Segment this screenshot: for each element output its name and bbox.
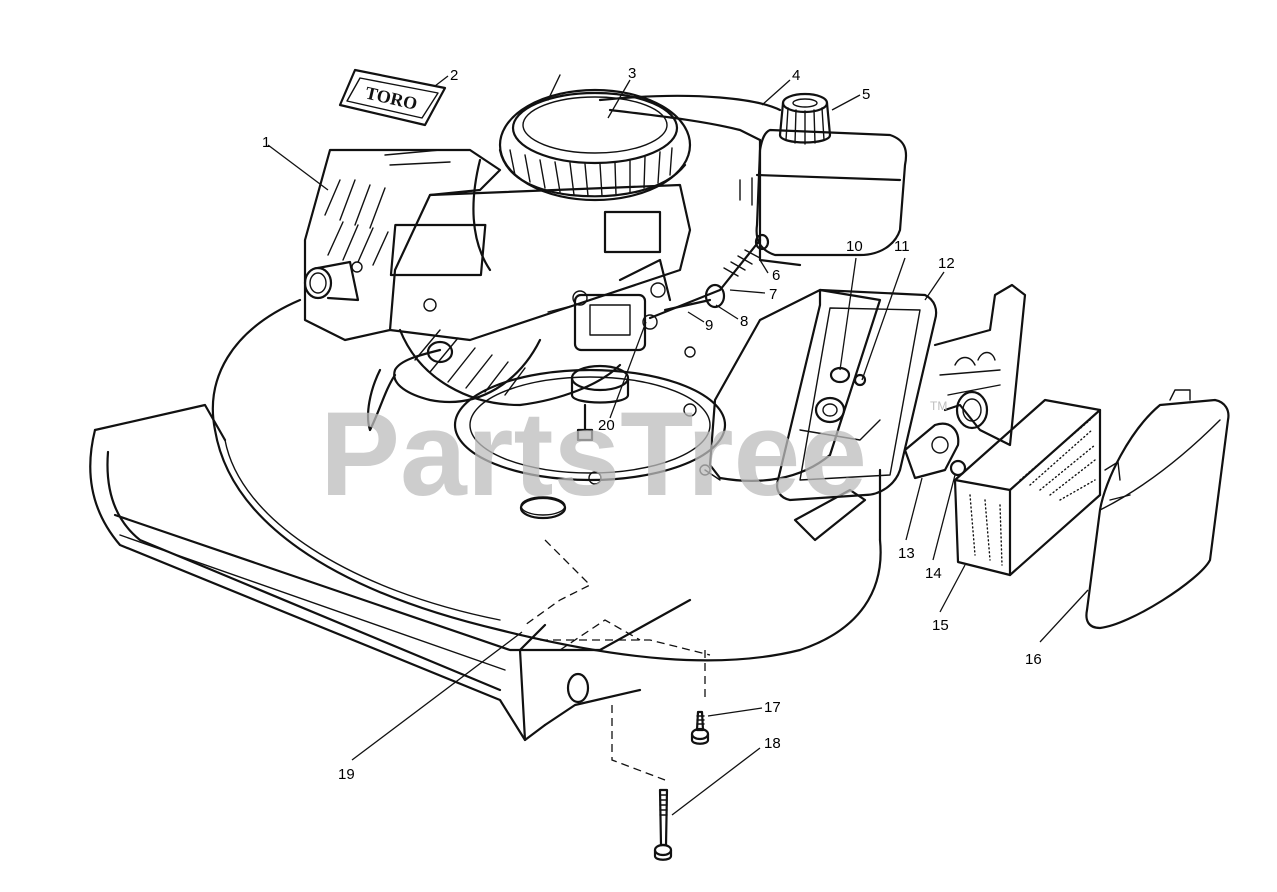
callout-6: 6 [772, 267, 780, 284]
mower-deck [89, 298, 882, 781]
engine-assembly [303, 74, 802, 442]
air-cleaner-body [699, 288, 938, 542]
callout-8: 8 [740, 313, 748, 330]
callout-18: 18 [764, 735, 781, 752]
callout-9: 9 [705, 317, 713, 334]
callout-7: 7 [769, 286, 777, 303]
screw-long [653, 788, 673, 861]
air-filter-element [953, 398, 1102, 577]
screw-short [690, 710, 710, 745]
callout-13: 13 [898, 545, 915, 562]
callout-labels: 1 2 3 4 5 6 7 8 9 10 11 12 13 14 15 16 1… [262, 65, 1042, 783]
callout-16: 16 [1025, 651, 1042, 668]
callout-17: 17 [764, 699, 781, 716]
watermark-tm: TM [930, 399, 947, 413]
callout-3: 3 [628, 65, 636, 82]
watermark-text: PartsTree [320, 387, 867, 521]
fuel-tank [739, 128, 908, 257]
callout-10: 10 [846, 238, 863, 255]
callout-14: 14 [925, 565, 942, 582]
air-cleaner-cover [1085, 389, 1230, 630]
bracket [903, 422, 967, 480]
fuel-cap [778, 92, 832, 145]
callout-20: 20 [598, 417, 615, 434]
engine-mount-plate [453, 346, 727, 485]
watermark: PartsTree TM [320, 387, 947, 521]
callout-19: 19 [338, 766, 355, 783]
toro-decal: TORO [338, 68, 447, 127]
callout-12: 12 [938, 255, 955, 272]
callout-4: 4 [792, 67, 800, 84]
callout-1: 1 [262, 134, 270, 151]
callout-2: 2 [450, 67, 458, 84]
fuel-line [648, 233, 770, 320]
callout-5: 5 [862, 86, 870, 103]
callout-11: 11 [894, 238, 910, 255]
leader-lines [267, 75, 1089, 816]
rear-plate [933, 283, 1027, 447]
callout-15: 15 [932, 617, 949, 634]
